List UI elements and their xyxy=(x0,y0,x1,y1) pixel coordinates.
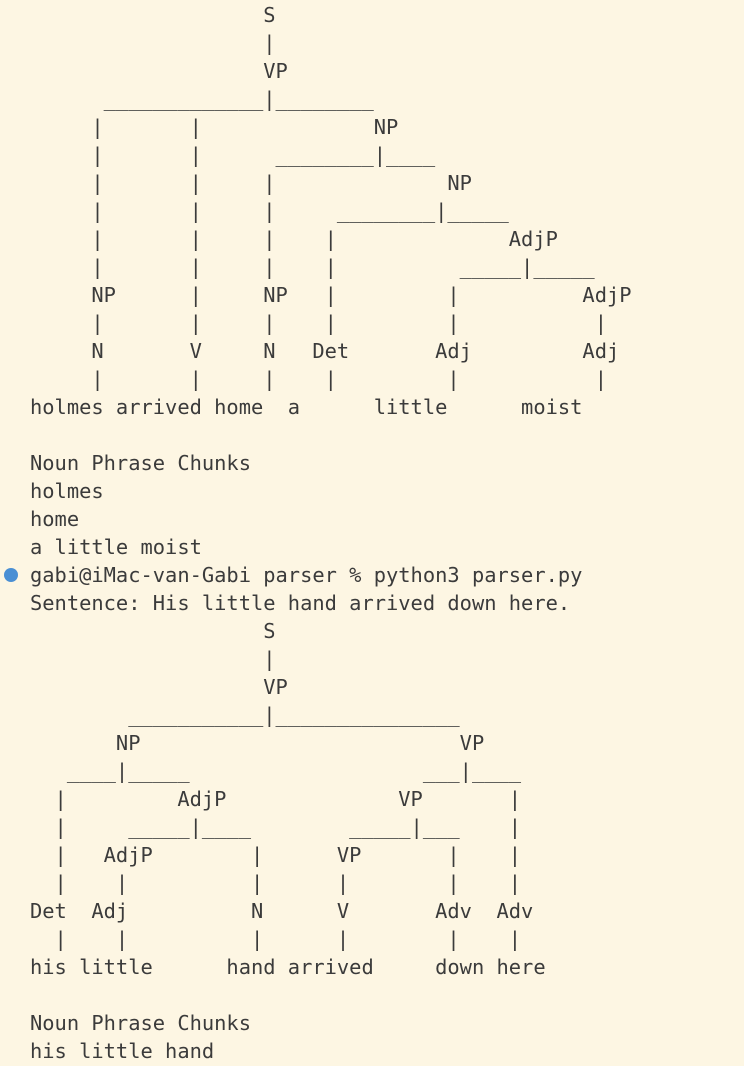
terminal-output-line: S xyxy=(30,619,276,643)
terminal-output-line: _____________|________ xyxy=(30,87,374,111)
terminal-output-line: holmes xyxy=(30,479,104,503)
terminal-output-line: NP | NP | | AdjP xyxy=(30,283,632,307)
prompt-status-dot-icon xyxy=(4,568,18,582)
terminal-output-line: ___________|_______________ xyxy=(30,703,460,727)
terminal-output-line: his little hand xyxy=(30,1039,215,1063)
terminal-output-line: | | | NP xyxy=(30,171,472,195)
terminal-output-line: | | NP xyxy=(30,115,399,139)
terminal-output-line: | xyxy=(30,647,276,671)
terminal-output-line: | xyxy=(30,31,276,55)
terminal-output-line: VP xyxy=(30,59,288,83)
terminal-output-line: Noun Phrase Chunks xyxy=(30,451,251,475)
terminal-output-line: | AdjP VP | xyxy=(30,787,522,811)
terminal-output-line: ____|_____ ___|____ xyxy=(30,759,522,783)
terminal-output-line: | | ________|____ xyxy=(30,143,436,167)
terminal-output-line: his little hand arrived down here xyxy=(30,955,546,979)
terminal-output-line: VP xyxy=(30,675,288,699)
terminal-output-line: | | | | _____|_____ xyxy=(30,255,595,279)
terminal-output-line: Det Adj N V Adv Adv xyxy=(30,899,534,923)
terminal-output-line: S xyxy=(30,3,276,27)
terminal-output-line: | | | | | | xyxy=(30,871,522,895)
terminal-output-line: NP VP xyxy=(30,731,485,755)
shell-prompt-line: gabi@iMac-van-Gabi parser % python3 pars… xyxy=(30,563,583,587)
terminal-output-line: holmes arrived home a little moist xyxy=(30,395,583,419)
terminal-output-line: | | | | | | xyxy=(30,367,607,391)
terminal-output-line: | AdjP | VP | | xyxy=(30,843,522,867)
terminal-output-line: a little moist xyxy=(30,535,202,559)
terminal-output-line: | _____|____ _____|___ | xyxy=(30,815,522,839)
terminal-output-line: | | | | AdjP xyxy=(30,227,558,251)
terminal-output-line: home xyxy=(30,507,80,531)
terminal-output-line: | | | | | | xyxy=(30,927,522,951)
terminal-output-line: N V N Det Adj Adj xyxy=(30,339,620,363)
terminal-output-line: Noun Phrase Chunks xyxy=(30,1011,251,1035)
terminal-output-line: | | | ________|_____ xyxy=(30,199,509,223)
terminal-output-line: | | | | | | xyxy=(30,311,607,335)
terminal-output-line: Sentence: His little hand arrived down h… xyxy=(30,591,571,615)
